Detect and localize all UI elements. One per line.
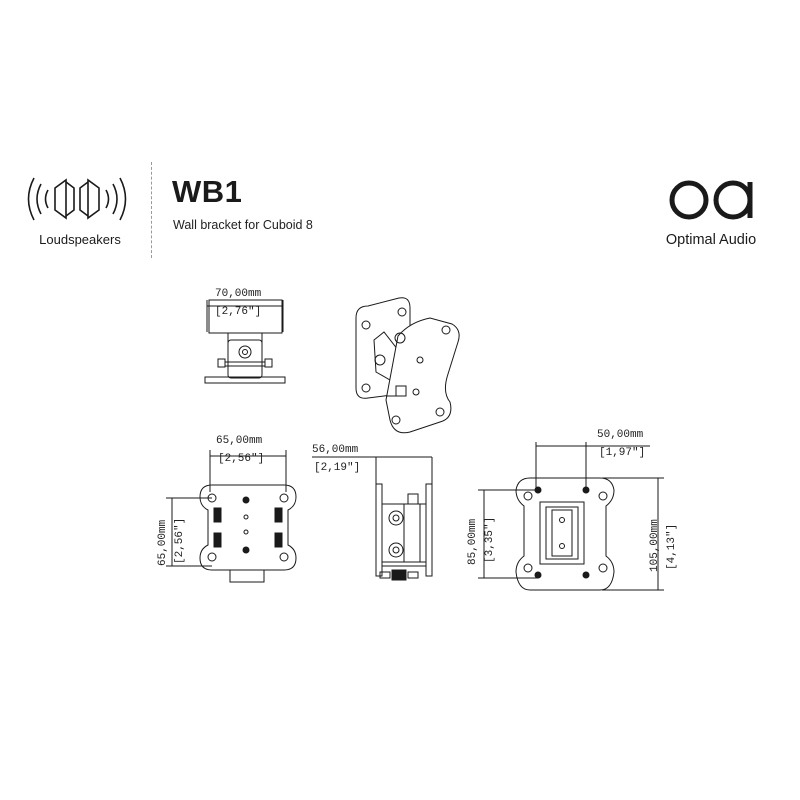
dimension-label: [1,97"] [599, 447, 645, 459]
dimension-front-width: 65,00mm [2,56"] [216, 435, 264, 465]
loudspeaker-icon [27, 177, 127, 221]
dimension-label: 65,00mm [157, 519, 169, 566]
dimension-label: 56,00mm [312, 444, 359, 456]
dimension-label: [2,19"] [314, 462, 360, 474]
dimension-label: 105,00mm [649, 519, 661, 572]
dimension-label: [3,35"] [484, 517, 496, 563]
back-view-drawing [478, 442, 664, 591]
front-view-drawing [166, 450, 297, 583]
dimension-front-height: 65,00mm [2,56"] [157, 518, 186, 566]
dimension-back-height: 105,00mm [4,13"] [649, 519, 678, 572]
dimension-label: 70,00mm [215, 288, 262, 300]
isometric-view-drawing [355, 297, 460, 434]
top-view-drawing [204, 299, 286, 384]
dimension-label: [2,76"] [215, 306, 261, 318]
dimension-back-hole-height: 85,00mm [3,35"] [467, 517, 496, 565]
dimension-back-hole-width: 50,00mm [1,97"] [597, 429, 645, 459]
product-subtitle: Wall bracket for Cuboid 8 [173, 218, 313, 232]
dimension-label: 65,00mm [216, 435, 263, 447]
dimension-top-width: 70,00mm [2,76"] [215, 288, 262, 318]
dimension-side-depth: 56,00mm [2,19"] [312, 444, 360, 474]
category-label: Loudspeakers [39, 232, 121, 247]
company-name: Optimal Audio [665, 232, 757, 248]
header-divider [151, 162, 152, 258]
dimension-label: 85,00mm [467, 518, 479, 565]
oa-logo-icon [669, 180, 753, 220]
dimension-label: [2,56"] [218, 453, 264, 465]
dimension-label: [2,56"] [174, 518, 186, 564]
product-title: WB1 [172, 174, 243, 209]
side-view-drawing [312, 456, 433, 581]
dimension-label: 50,00mm [597, 429, 644, 441]
dimension-label: [4,13"] [666, 524, 678, 570]
